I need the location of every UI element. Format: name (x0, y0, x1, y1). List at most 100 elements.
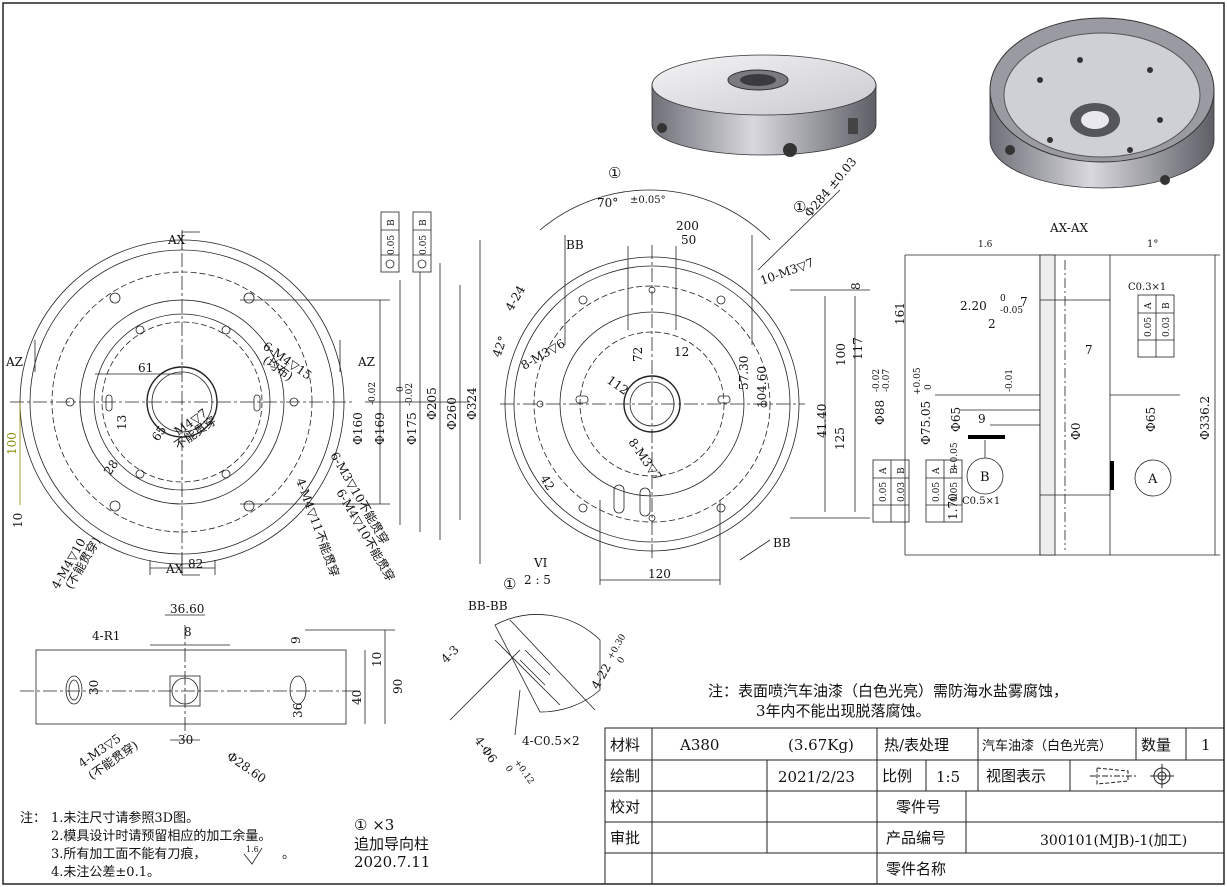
tb-material-value: A380 (679, 736, 719, 754)
dim-8: 8 (849, 282, 863, 290)
callout-10-m3-7: 10-M3▽7 (758, 255, 816, 287)
dim-4-phi6: 4-Φ6 (472, 734, 500, 766)
section-view (904, 254, 1220, 556)
dim-1-70-tol: +0.05 (950, 442, 960, 470)
tol-169: -0.02 (368, 382, 378, 405)
dim-100-right: 100 (834, 343, 848, 366)
dim-72: 72 (631, 347, 645, 362)
dim-phi65-left: Φ65 (949, 407, 963, 432)
note-item-1: 1.未注尺寸请参照3D图。 (51, 810, 199, 826)
section-az-label: AZ (5, 355, 23, 369)
dim-61: 61 (138, 361, 153, 375)
dim-41-40: 41.40 (815, 404, 829, 438)
tb-material-label: 材料 (610, 736, 640, 754)
gdt-7-value: 0.05 (932, 482, 942, 502)
dim-phi0: Φ0 (1069, 423, 1083, 440)
section-ax-title: AX-AX (1049, 221, 1089, 235)
gdt-frames-section (872, 294, 1175, 523)
dim-125: 125 (833, 427, 847, 450)
tb-view-label: 视图表示 (986, 767, 1046, 785)
section-ax-label-bottom: AX (165, 562, 184, 576)
dim-phi75-tol-low: 0 (924, 384, 934, 390)
dim-2-20: 2.20 (960, 299, 987, 313)
dim-30-left: 30 (87, 680, 101, 695)
title-block-text: 材料 A380 (3.67Kg) 热/表处理 汽车油漆（白色光亮） 数量 1 绘… (610, 736, 1211, 878)
dim-4-phi6-tol-low: 0 (503, 764, 515, 775)
dim-phi88: Φ88 (873, 400, 887, 425)
gdt-4-value: 0.03 (1162, 317, 1172, 337)
tb-heat-label: 热/表处理 (884, 736, 949, 754)
revision-note: ① ×3 追加导向柱 2020.7.11 (354, 816, 430, 871)
finish-note-line1: 注：表面喷汽车油漆（白色光亮）需防海水盐雾腐蚀， (708, 682, 1068, 700)
gdt-8-datum: B (950, 467, 960, 474)
tb-drawn-label: 绘制 (610, 767, 640, 785)
title-block (604, 727, 1225, 885)
dim-phi260: Φ260 (445, 397, 459, 430)
tb-check-label: 校对 (610, 798, 640, 816)
dim-4-phi6-tol-up: +0.12 (512, 758, 536, 786)
tb-product-no-value: 300101(MJB)-1(加工) (1040, 833, 1187, 849)
dim-2-20-tol-low: -0.05 (1000, 306, 1023, 316)
dim-2: 2 (988, 317, 996, 331)
dim-120: 120 (648, 567, 671, 581)
roughness-symbol-icon (243, 847, 263, 865)
dim-phi88-tol-up: -0.02 (872, 369, 882, 392)
tb-weight: (3.67Kg) (788, 736, 854, 754)
tb-product-no-label: 产品编号 (886, 829, 946, 847)
dim-40: 40 (350, 690, 364, 705)
dim-12: 12 (674, 345, 689, 359)
gdt-6-datum: B (897, 467, 907, 474)
revision-line3: 2020.7.11 (354, 853, 430, 871)
dim-7-mid: 7 (1085, 343, 1093, 357)
dim-200: 200 (676, 219, 699, 233)
callout-8-m3-6: 8-M3▽6 (519, 336, 568, 372)
dim-4-22-tol-low: 0 (616, 655, 628, 665)
gdt-5-value: 0.05 (879, 482, 889, 502)
dim-phi324: Φ324 (465, 387, 479, 420)
note-item-3-roughness: 1.6 (246, 845, 259, 854)
dim-2-20-tol-up: 0 (1000, 294, 1006, 304)
section-bb-label: BB (566, 238, 584, 252)
tol-175-upper: 0 (396, 386, 406, 392)
detail-view (449, 614, 601, 736)
general-notes: 注： 1.未注尺寸请参照3D图。 2.模具设计时请预留相应的加工余量。 3.所有… (20, 810, 295, 880)
tb-part-name-label: 零件名称 (886, 860, 946, 878)
notes-prefix: 注： (20, 811, 46, 826)
gdt-2-datum: B (419, 219, 429, 226)
dim-phi205: Φ205 (425, 387, 439, 420)
tb-qty-label: 数量 (1141, 736, 1171, 754)
dim-phi336-2: Φ336.2 (1198, 396, 1212, 440)
dim-phi75-05: Φ75.05 (919, 401, 933, 445)
dim-phi28-60: Φ28.60 (224, 749, 268, 786)
dim-9-front: 9 (289, 636, 303, 644)
dim-phi65-left-tol: -0.01 (1005, 369, 1015, 392)
dim-65: 65 (149, 423, 169, 444)
gdt-2-value: 0.05 (419, 235, 429, 255)
projection-symbol-icon (1090, 764, 1174, 788)
dim-50: 50 (681, 233, 696, 247)
detail-view-label: VI (533, 556, 548, 570)
dim-4-3: 4-3 (438, 643, 462, 667)
gdt-1-datum: B (387, 219, 397, 226)
revision-line2: 追加导向柱 (354, 835, 429, 853)
dim-phi175: Φ175 (405, 412, 419, 445)
gdt-3-value: 0.05 (1144, 317, 1154, 337)
gdt-8-value: 0.05 (950, 482, 960, 502)
note-item-2: 2.模具设计时请预留相应的加工余量。 (51, 828, 271, 844)
gdt-3-datum: A (1144, 302, 1154, 310)
dim-104-60: 104.60 (755, 366, 769, 408)
gdt-6-value: 0.03 (897, 482, 907, 502)
dim-4-22: 4-22 (588, 661, 614, 691)
dim-phi75-tol-up: +0.05 (913, 367, 923, 395)
finish-note-line2: 3年内不能出现脱落腐蚀。 (756, 702, 931, 720)
dim-phi88-tol-low: -0.07 (882, 369, 892, 392)
dim-100: 100 (5, 432, 19, 455)
dim-28: 28 (101, 457, 121, 478)
callout-8-m3-7: 8-M3▽7 (626, 436, 665, 484)
dim-82: 82 (188, 557, 203, 571)
tb-heat-value: 汽车油漆（白色光亮） (982, 738, 1112, 754)
gdt-7-datum: A (932, 467, 942, 475)
front-view (20, 614, 395, 741)
dim-1-70: 1.70 (946, 493, 960, 520)
